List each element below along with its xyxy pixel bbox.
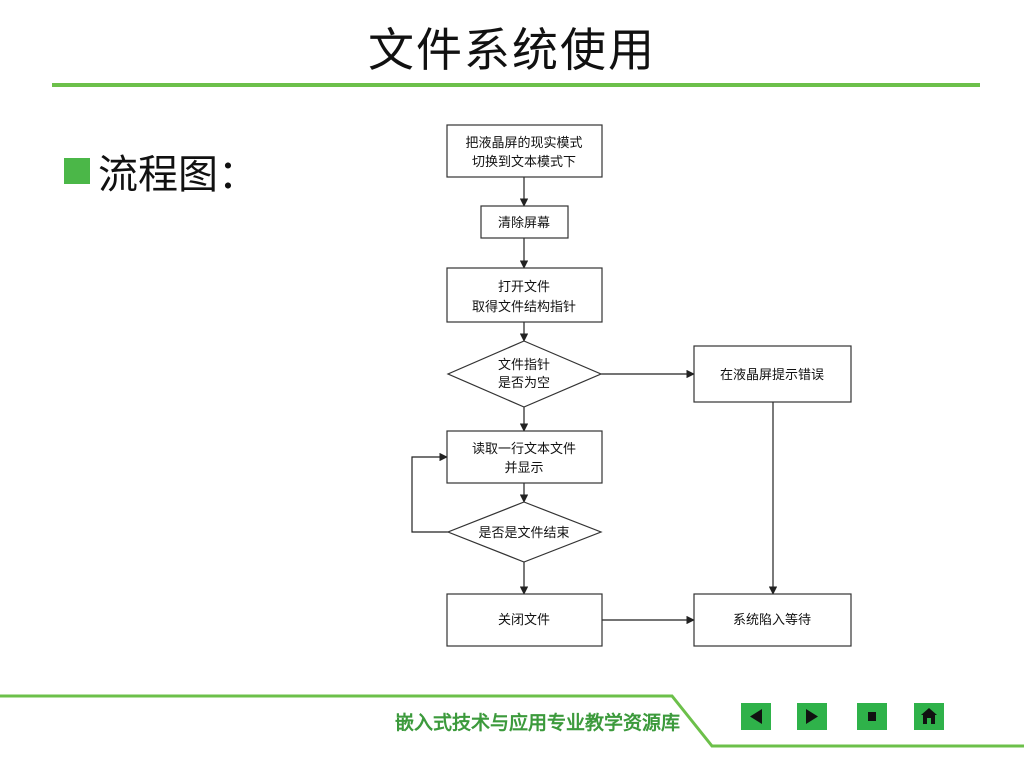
bullet-square-icon xyxy=(64,158,90,184)
node-n2-line1: 清除屏幕 xyxy=(498,216,550,231)
node-n3-line2: 取得文件结构指针 xyxy=(472,299,576,315)
flow-node-n1: 把液晶屏的现实模式 切换到文本模式下 xyxy=(446,124,603,178)
flow-connectors xyxy=(411,177,778,625)
flow-node-n9: 系统陷入等待 xyxy=(693,593,852,647)
slide-title: 文件系统使用 xyxy=(368,23,656,77)
footer-caption: 嵌入式技术与应用专业教学资源库 xyxy=(394,712,680,734)
flow-node-n2: 清除屏幕 xyxy=(480,205,569,239)
prev-slide-button[interactable] xyxy=(741,703,771,730)
prev-icon xyxy=(750,709,762,724)
node-n4-line2: 是否为空 xyxy=(498,376,550,391)
home-icon xyxy=(921,708,937,724)
node-n1-line1: 把液晶屏的现实模式 xyxy=(465,135,582,151)
title-divider xyxy=(52,83,980,87)
edge-n7-n6-loop xyxy=(411,452,448,533)
flow-node-n8: 关闭文件 xyxy=(446,593,603,647)
flow-node-n3: 打开文件 取得文件结构指针 xyxy=(446,267,603,323)
node-n8-line1: 关闭文件 xyxy=(498,613,550,628)
node-n4-line1: 文件指针 xyxy=(498,358,550,373)
flow-node-n4: 文件指针 是否为空 xyxy=(446,340,603,408)
next-slide-button[interactable] xyxy=(797,703,827,730)
node-n1-line2: 切换到文本模式下 xyxy=(472,155,576,170)
flow-node-n6: 读取一行文本文件 并显示 xyxy=(446,430,603,484)
stop-button[interactable] xyxy=(857,703,887,730)
node-n6-line1: 读取一行文本文件 xyxy=(472,442,576,457)
bullet-label: 流程图： xyxy=(98,152,258,198)
node-n3-line1: 打开文件 xyxy=(498,280,550,295)
footer-decoration xyxy=(0,694,1024,748)
bullet-item: 流程图： xyxy=(64,142,258,200)
node-n6-line2: 并显示 xyxy=(504,461,543,476)
flow-node-n7: 是否是文件结束 xyxy=(446,501,603,563)
node-n7-line1: 是否是文件结束 xyxy=(478,526,569,541)
node-n9-line1: 系统陷入等待 xyxy=(733,612,811,628)
home-button[interactable] xyxy=(914,703,944,730)
stop-icon xyxy=(868,712,876,721)
next-icon xyxy=(806,709,818,724)
node-n5-line1: 在液晶屏提示错误 xyxy=(720,367,824,383)
flow-node-n5: 在液晶屏提示错误 xyxy=(693,345,852,403)
